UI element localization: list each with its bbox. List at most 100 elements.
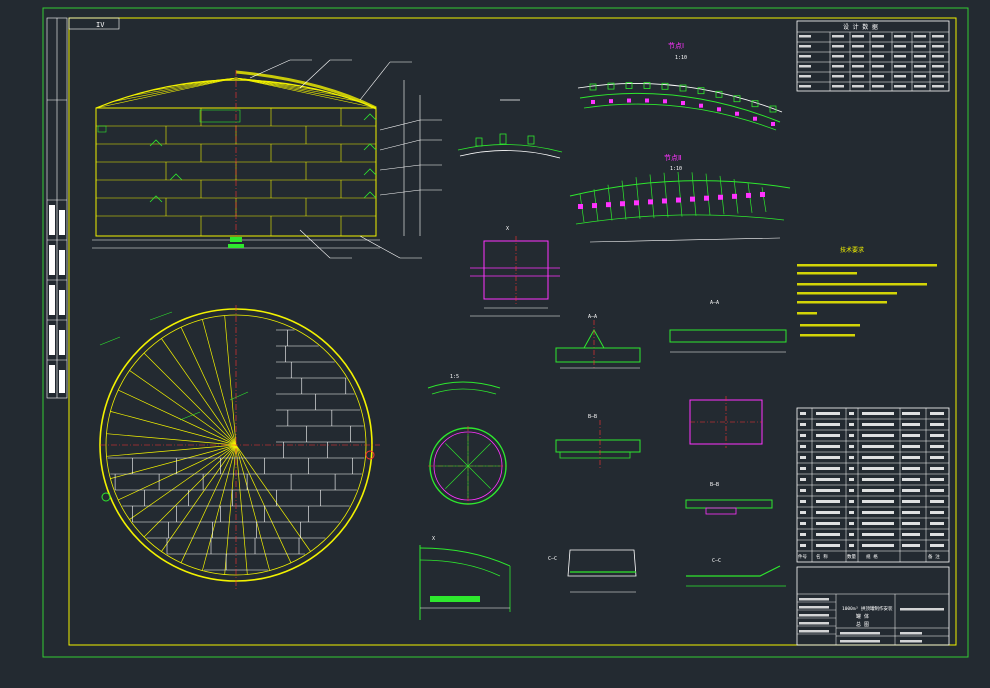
parts-cell-text: [862, 511, 894, 514]
design-cell-text: [799, 75, 811, 78]
title-name-1: 罐 体: [856, 613, 869, 620]
section-c-label: C—C: [712, 558, 721, 564]
leader-line: [379, 119, 421, 131]
parts-cell-text: [930, 544, 944, 547]
node2-scale: 1:10: [670, 166, 682, 172]
rib-node-mark: [648, 199, 653, 205]
purlin-mark: [609, 99, 613, 104]
parts-cell-text: [930, 511, 944, 514]
parts-cell-text: [930, 522, 944, 525]
leader-line: [379, 164, 421, 171]
rafter-section-mark: [661, 82, 669, 90]
leader-line: [359, 235, 401, 259]
inner-frame: [68, 17, 957, 646]
plan-rafter-line: [118, 389, 237, 446]
plan-stiffener-line: [179, 411, 201, 421]
parts-cell-text: [862, 434, 894, 437]
purlin-mark: [681, 101, 685, 105]
plan-rafter-line: [235, 444, 248, 575]
parts-cell-text: [816, 456, 840, 459]
parts-cell-text: [816, 478, 840, 481]
design-cell-text: [894, 45, 906, 48]
design-cell-text: [832, 55, 844, 58]
parts-cell-text: [849, 533, 854, 536]
design-cell-text: [914, 45, 926, 48]
parts-cell-text: [800, 489, 806, 492]
parts-cell-text: [902, 533, 920, 536]
tank-plan-view: [99, 305, 380, 590]
stiffener-scale: 1:5: [450, 374, 459, 380]
plan-rafter-line: [202, 444, 237, 571]
leader-line: [379, 139, 421, 151]
plan-rafter-line: [106, 444, 237, 457]
parts-cell-text: [816, 412, 840, 415]
parts-cell-text: [930, 478, 944, 481]
plan-rafter-line: [224, 444, 237, 575]
parts-header-cell: 件号: [798, 553, 807, 560]
title-block-text: [900, 632, 922, 635]
tech-req-text-line: [800, 324, 860, 327]
tech-req-title: 技术要求: [840, 246, 864, 254]
technical-requirements: 技术要求: [797, 246, 937, 337]
purlin-mark: [735, 111, 739, 116]
parts-cell-text: [849, 467, 854, 470]
roof-rafter-line: [218, 77, 237, 81]
title-name-2: 总 图: [856, 621, 869, 628]
parts-cell-text: [816, 500, 840, 503]
stiffener-arc-detail: 1:5: [427, 374, 501, 395]
parts-cell-text: [862, 500, 894, 503]
rafter-section-mark: [769, 105, 777, 113]
title-block-text: [900, 608, 944, 611]
design-cell-text: [799, 85, 811, 88]
rafter-section-mark: [697, 87, 705, 95]
title-block-text: [799, 614, 829, 617]
parts-cell-text: [849, 500, 854, 503]
design-cell-text: [832, 45, 844, 48]
parts-cell-text: [800, 478, 806, 481]
purlin-mark: [591, 100, 595, 104]
design-cell-text: [894, 75, 906, 78]
roof-rafter-line: [235, 77, 324, 92]
plan-rafter-line: [110, 411, 237, 446]
purlin-mark: [699, 103, 703, 108]
roof-rafter-line: [95, 77, 237, 109]
rafter-section-mark: [643, 82, 651, 89]
design-cell-text: [832, 35, 844, 38]
parts-cell-text: [862, 456, 894, 459]
tech-req-text-line: [797, 312, 817, 315]
parts-cell-text: [800, 456, 806, 459]
weld-symbol-mark: [363, 143, 377, 151]
leader-line: [379, 189, 421, 196]
parts-cell-text: [862, 544, 894, 547]
weld-symbol-mark: [363, 191, 377, 199]
parts-cell-text: [930, 500, 944, 503]
roof-rafter-line: [130, 77, 237, 97]
purlin-mark: [645, 98, 649, 103]
title-block-text: [799, 606, 829, 609]
rib-node-mark: [676, 197, 681, 203]
design-cell-text: [914, 75, 926, 78]
title-block-text: [799, 622, 829, 625]
rib-node-mark: [634, 200, 639, 206]
plan-stiffener-line: [99, 336, 121, 346]
parts-cell-text: [862, 522, 894, 525]
parts-cell-text: [849, 544, 854, 547]
parts-cell-text: [849, 445, 854, 448]
plan-rafter-line: [161, 338, 237, 446]
parts-cell-text: [849, 456, 854, 459]
plan-stiffener-line: [229, 391, 249, 401]
plan-rafter-line: [110, 444, 237, 479]
parts-cell-text: [849, 412, 854, 415]
design-cell-text: [932, 55, 944, 58]
design-cell-text: [872, 75, 884, 78]
parts-cell-text: [930, 489, 944, 492]
parts-cell-text: [816, 544, 840, 547]
parts-cell-text: [800, 445, 806, 448]
design-cell-text: [914, 35, 926, 38]
title-project: 1000m³ 拱顶罐制作安装: [842, 605, 893, 612]
design-cell-text: [799, 35, 811, 38]
design-cell-text: [832, 85, 844, 88]
plan-rafter-line: [129, 444, 237, 520]
bracket-label: X: [506, 226, 509, 232]
